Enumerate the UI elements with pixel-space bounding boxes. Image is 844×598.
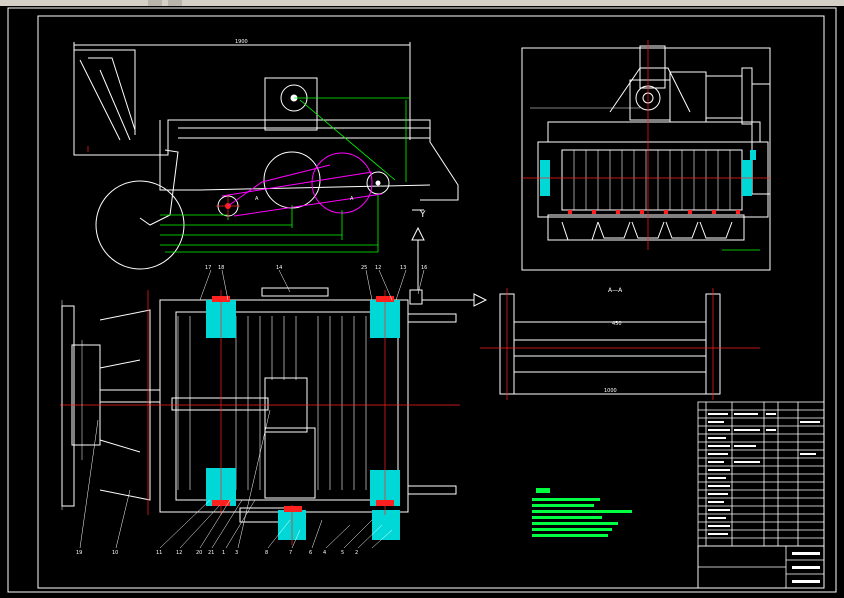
balloon: 21 <box>208 550 214 556</box>
balloon: 20 <box>196 550 202 556</box>
toolbar-button[interactable] <box>168 0 182 6</box>
leaders <box>79 269 425 549</box>
title-block-text <box>708 413 820 583</box>
front-center-lines <box>87 146 240 218</box>
balloon: 11 <box>156 550 162 556</box>
plan-view-rotor <box>177 316 367 490</box>
balloon: 7 <box>289 550 292 556</box>
balloon: 12 <box>375 265 381 271</box>
section-marker-left: A <box>255 196 259 202</box>
balloon: 13 <box>400 265 406 271</box>
front-dimensions <box>160 97 410 253</box>
aa-center-dim: 450 <box>612 321 622 327</box>
section-aa-center-lines <box>480 288 760 400</box>
plan-view-center-lines <box>60 290 460 545</box>
dim-top-width: 1900 <box>235 39 248 45</box>
balloon: 16 <box>421 265 427 271</box>
balloon: 6 <box>309 550 312 556</box>
side-view-rotor-bars <box>573 150 731 210</box>
balloon: 3 <box>235 550 238 556</box>
balloon: 17 <box>205 265 211 271</box>
section-marker-right: A <box>350 196 354 202</box>
plan-view-seals <box>206 300 400 540</box>
side-view-cuts <box>568 210 740 214</box>
section-arrow <box>422 293 488 307</box>
view-arrow <box>411 209 425 290</box>
side-view-center-lines <box>522 40 770 250</box>
balloon: 4 <box>323 550 326 556</box>
balloon: 12 <box>176 550 182 556</box>
toolbar-button[interactable] <box>148 0 162 6</box>
section-aa <box>499 293 721 395</box>
cad-toolbar-strip <box>0 0 844 6</box>
section-label: A—A <box>608 287 623 294</box>
balloon: 10 <box>112 550 118 556</box>
balloon: 8 <box>265 550 268 556</box>
balloon: 25 <box>361 265 367 271</box>
balloon: 19 <box>76 550 82 556</box>
view-marker-y: Y <box>419 210 426 220</box>
plan-view-cuts <box>212 296 394 512</box>
balloon: 18 <box>218 265 224 271</box>
technical-notes <box>532 488 632 537</box>
outer-frame <box>7 7 837 593</box>
balloon: 5 <box>341 550 344 556</box>
inner-frame <box>37 15 825 589</box>
title-block <box>697 401 825 589</box>
balloon: 14 <box>276 265 282 271</box>
balloon: 1 <box>222 550 225 556</box>
aa-width-dim: 1000 <box>604 388 617 394</box>
belt-drive <box>221 164 383 217</box>
balloon: 2 <box>355 550 358 556</box>
front-view <box>73 42 459 270</box>
plan-view-dimensions <box>61 300 83 510</box>
